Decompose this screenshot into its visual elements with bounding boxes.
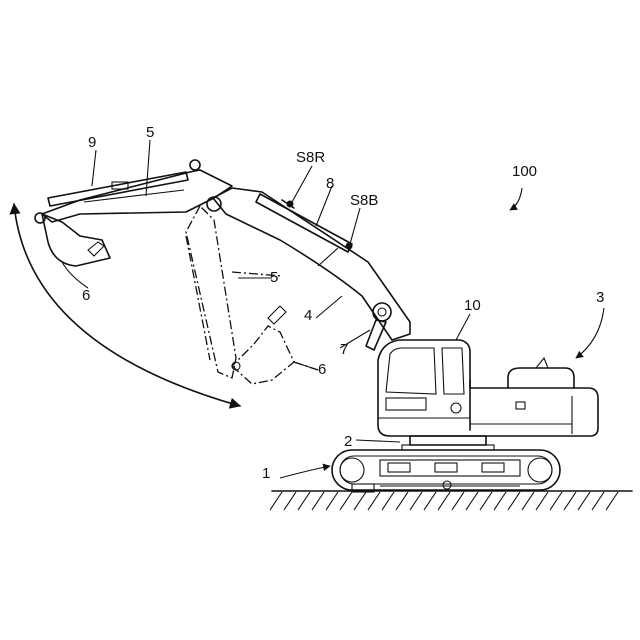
label-9: 9 bbox=[88, 134, 96, 151]
hatch-line bbox=[550, 492, 562, 510]
label-2: 2 bbox=[344, 433, 352, 450]
label-100: 100 bbox=[512, 163, 537, 180]
hatch-line bbox=[564, 492, 576, 510]
label-6-upper: 6 bbox=[82, 287, 90, 304]
upper-swing-body bbox=[378, 358, 598, 436]
operator-cab bbox=[378, 340, 470, 430]
hatch-line bbox=[522, 492, 534, 510]
hatch-line bbox=[368, 492, 380, 510]
hatch-line bbox=[340, 492, 352, 510]
hatch-line bbox=[396, 492, 408, 510]
label-7: 7 bbox=[340, 341, 348, 358]
hatch-line bbox=[284, 492, 296, 510]
crawler-track bbox=[332, 450, 560, 492]
hatch-line bbox=[494, 492, 506, 510]
hatch-line bbox=[452, 492, 464, 510]
hatch-line bbox=[270, 492, 282, 510]
hatch-line bbox=[508, 492, 520, 510]
hatch-line bbox=[592, 492, 604, 510]
hatch-line bbox=[312, 492, 324, 510]
hatch-line bbox=[606, 492, 618, 510]
hatch-line bbox=[578, 492, 590, 510]
label-s8b: S8B bbox=[350, 192, 378, 209]
label-s8r: S8R bbox=[296, 149, 325, 166]
label-10: 10 bbox=[464, 297, 481, 314]
label-5-lower: 5 bbox=[270, 269, 278, 286]
arm-cylinder bbox=[256, 194, 353, 252]
label-1: 1 bbox=[262, 465, 270, 482]
label-3: 3 bbox=[596, 289, 604, 306]
label-5-upper: 5 bbox=[146, 124, 154, 141]
reference-labels: 100 1 2 3 4 5 5 6 6 7 8 9 10 S8R S8B bbox=[82, 124, 604, 482]
ground bbox=[270, 491, 632, 510]
label-8: 8 bbox=[326, 175, 334, 192]
hatch-line bbox=[480, 492, 492, 510]
label-6-lower: 6 bbox=[318, 361, 326, 378]
motion-arrow bbox=[14, 204, 240, 406]
hatch-line bbox=[382, 492, 394, 510]
label-4: 4 bbox=[304, 307, 312, 324]
arm-lower-phantom bbox=[186, 206, 282, 378]
hatch-line bbox=[424, 492, 436, 510]
hatch-line bbox=[466, 492, 478, 510]
hatch-line bbox=[326, 492, 338, 510]
hatch-line bbox=[298, 492, 310, 510]
swing-bearing bbox=[402, 436, 494, 450]
hatch-line bbox=[354, 492, 366, 510]
arm-upper bbox=[42, 160, 232, 222]
hatch-line bbox=[438, 492, 450, 510]
boom-cylinder bbox=[366, 320, 386, 350]
hatch-line bbox=[410, 492, 422, 510]
hatch-line bbox=[536, 492, 548, 510]
bucket-upper bbox=[35, 213, 110, 266]
